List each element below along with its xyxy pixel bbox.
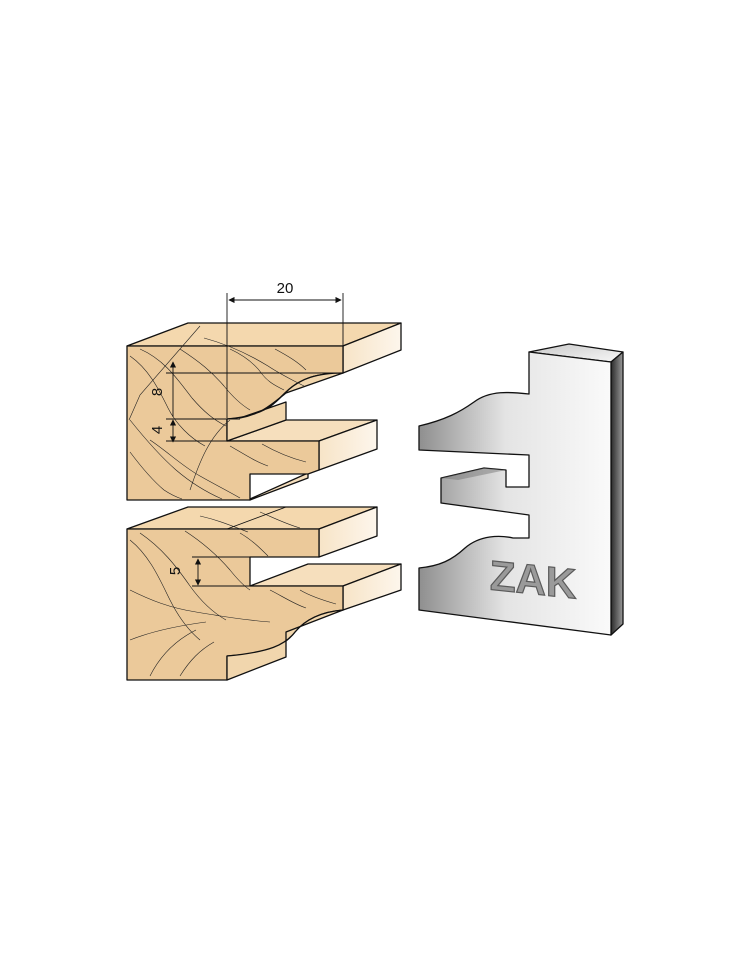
lower-offset-label: 5 — [167, 567, 184, 575]
dimension-lower-offset: 5 — [167, 556, 319, 587]
lower-wood-cove — [226, 609, 344, 681]
upper-wood-profile — [126, 322, 402, 501]
lower-wood-profile — [126, 506, 402, 681]
width-label: 20 — [277, 280, 294, 297]
knife-side-edge — [610, 351, 624, 636]
upper-wood-step-top — [249, 472, 309, 501]
dimension-width: 20 — [226, 280, 344, 418]
upper-offset-label: 4 — [149, 426, 166, 434]
upper-wood-grain — [128, 325, 307, 500]
dimension-upper-height: 8 4 — [149, 361, 343, 443]
knife-brand-logo: ZAK — [490, 552, 577, 608]
knife-notch-shade — [441, 468, 506, 480]
profile-knife: ZAK — [418, 343, 624, 636]
knife-face — [418, 351, 612, 636]
upper-wood-cove — [226, 372, 344, 442]
upper-height-label: 8 — [149, 388, 166, 396]
lower-wood-grain — [129, 511, 337, 677]
lower-wood-top-joint — [226, 506, 287, 530]
